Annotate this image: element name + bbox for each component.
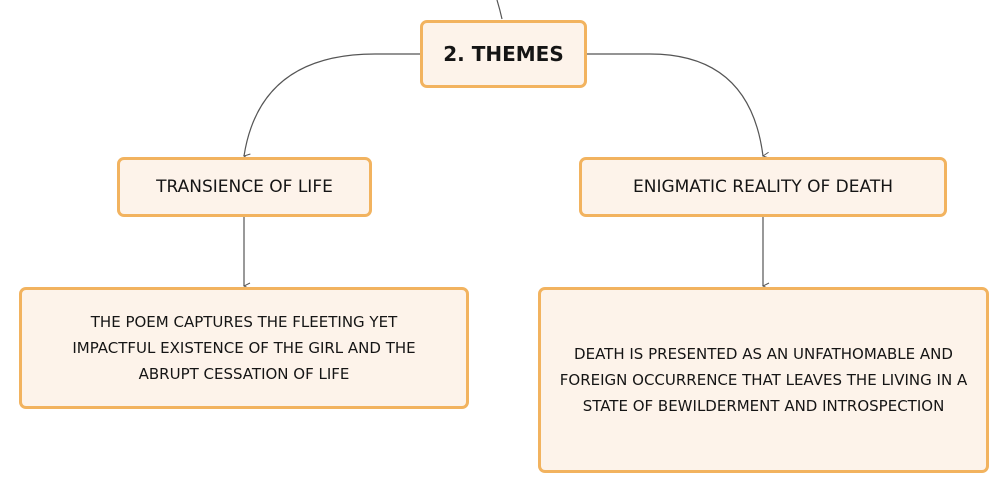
node-transience-label: TRANSIENCE OF LIFE xyxy=(156,177,333,197)
root-node-label: 2. THEMES xyxy=(443,42,564,66)
connector-root-to-enigmatic xyxy=(587,53,763,156)
node-transience-of-life: TRANSIENCE OF LIFE xyxy=(117,157,372,217)
connector-root-to-transience xyxy=(244,53,420,156)
incoming-connector xyxy=(496,0,503,20)
enigmatic-detail-text: DEATH IS PRESENTED AS AN UNFATHOMABLE AN… xyxy=(559,345,968,415)
node-transience-detail: THE POEM CAPTURES THE FLEETING YET IMPAC… xyxy=(19,287,469,409)
node-enigmatic-label: ENIGMATIC REALITY OF DEATH xyxy=(632,177,893,197)
root-node-themes: 2. THEMES xyxy=(420,20,587,88)
node-enigmatic-detail: DEATH IS PRESENTED AS AN UNFATHOMABLE AN… xyxy=(538,287,989,473)
transience-detail-text: THE POEM CAPTURES THE FLEETING YET IMPAC… xyxy=(72,313,416,383)
node-enigmatic-reality-of-death: ENIGMATIC REALITY OF DEATH xyxy=(579,157,947,217)
